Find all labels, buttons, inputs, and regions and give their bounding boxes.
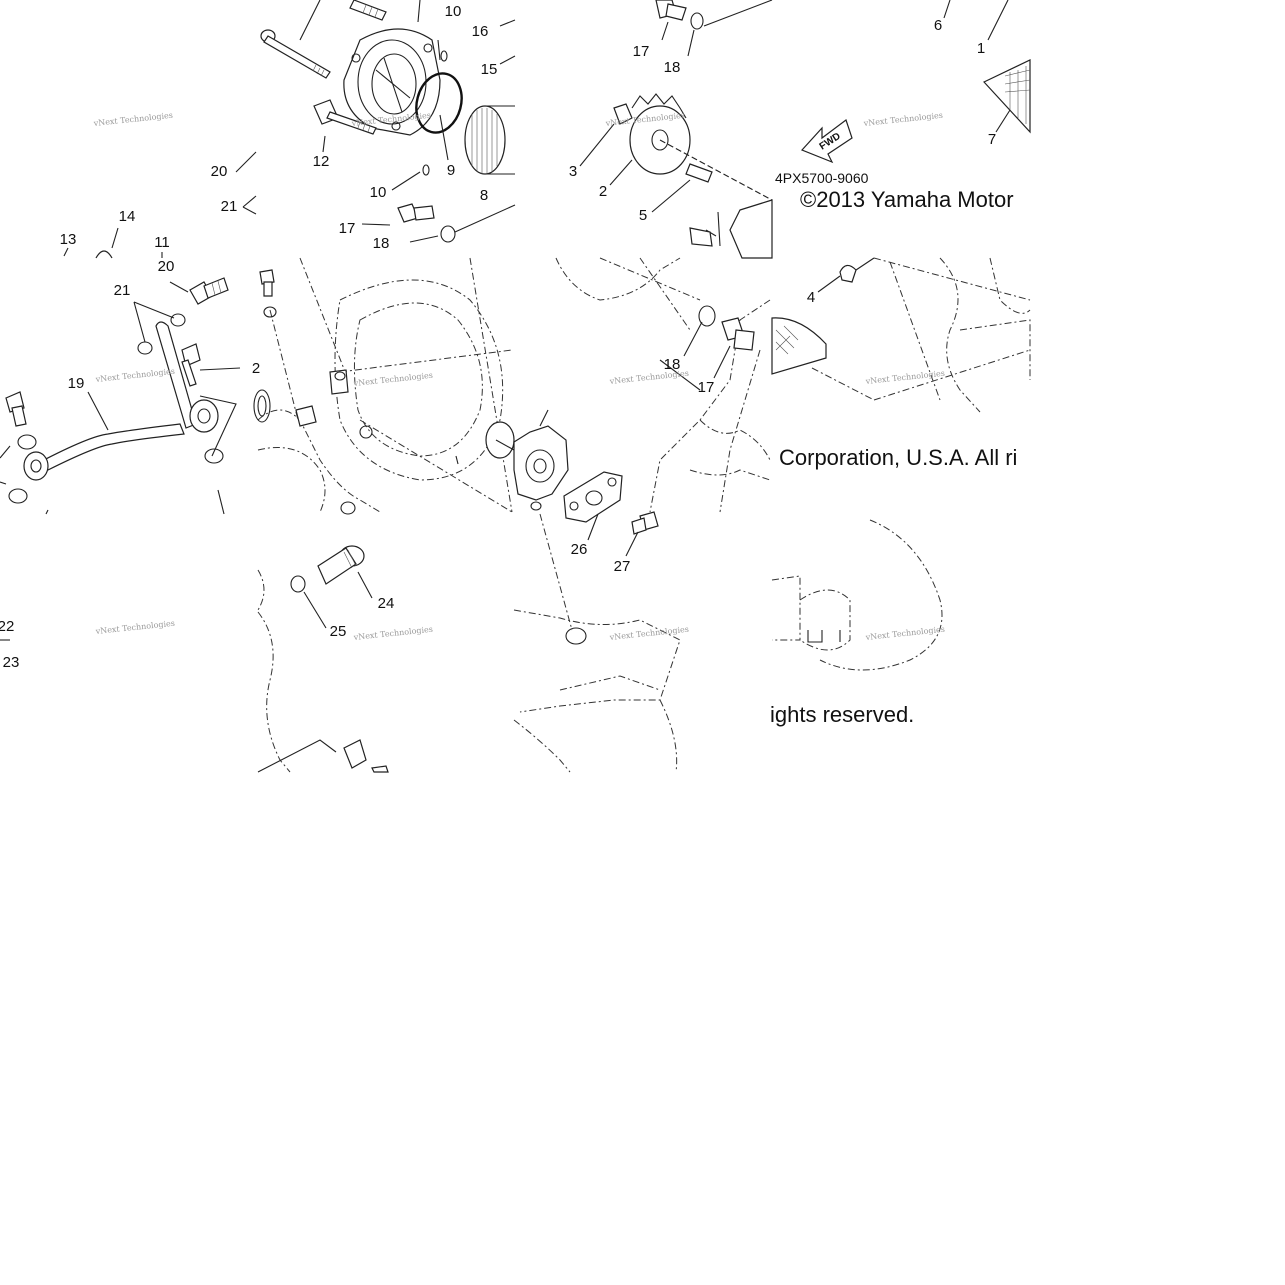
bolt-27-part (631, 511, 659, 535)
hex-bolt-part (313, 99, 377, 135)
callout-number: 27 (614, 558, 631, 575)
strainer-part (983, 59, 1031, 134)
callout-number: 20 (211, 163, 228, 180)
tile-crankcase-cover (253, 257, 515, 515)
callout-number: 18 (373, 235, 390, 252)
tile-oil-pump-gear (579, 0, 773, 259)
watermark-text: vNext Technologies (864, 369, 945, 386)
small-o-ring-part (422, 164, 430, 176)
tile-oil-delivery-pipe (0, 227, 241, 515)
washer-18-part (690, 12, 704, 30)
callout-number: 5 (639, 207, 647, 224)
small-o-ring-part (440, 50, 448, 62)
watermark-text: vNext Technologies (352, 371, 433, 388)
tile-oil-filter-cover (235, 0, 516, 243)
pump-gear-part (629, 93, 773, 201)
callout-number: 12 (313, 153, 330, 170)
watermark-text: vNext Technologies (608, 625, 689, 642)
pin-bolt-part (685, 163, 713, 183)
callout-number: 2 (252, 360, 260, 377)
oil-pump-part (513, 409, 569, 501)
callout-number: 23 (3, 654, 20, 671)
gasket-part (204, 448, 224, 464)
callout-number: 24 (378, 595, 395, 612)
gasket-part (8, 488, 28, 504)
gasket-part (170, 313, 186, 327)
union-bolt-left-part (5, 391, 27, 427)
callout-number: 15 (481, 61, 498, 78)
callout-number: 22 (0, 618, 14, 635)
callout-number: 18 (664, 356, 681, 373)
callout-number: 4 (807, 289, 815, 306)
tile-crankcase-right (771, 257, 1031, 413)
watermark-text: vNext Technologies (352, 625, 433, 642)
callout-number: 13 (60, 231, 77, 248)
watermark-text: vNext Technologies (94, 619, 175, 636)
clip-4-part (839, 264, 857, 283)
strainer-rod-part (317, 545, 365, 585)
oil-pipe-19-part (38, 423, 185, 471)
callout-number: 6 (934, 17, 942, 34)
copyright-fragment: ights reserved. (770, 702, 914, 727)
long-bolt-part (260, 29, 331, 79)
fwd-arrow-icon: FWD (800, 119, 853, 164)
tile-lower-parts (0, 513, 943, 773)
tile-oil-pump (495, 257, 771, 557)
bolt-17-part (721, 317, 755, 351)
callout-number: 16 (472, 23, 489, 40)
callout-number: 18 (664, 59, 681, 76)
callout-number: 10 (370, 184, 387, 201)
callout-number: 26 (571, 541, 588, 558)
washer-18-part (698, 305, 716, 327)
part-code: 4PX5700-9060 (775, 170, 869, 186)
watermark-text: vNext Technologies (608, 369, 689, 386)
callout-number: 19 (68, 375, 85, 392)
callout-number: 2 (599, 183, 607, 200)
washer-part (440, 225, 456, 243)
callout-number: 21 (114, 282, 131, 299)
callout-number: 17 (633, 43, 650, 60)
watermark-text: vNext Technologies (864, 625, 945, 642)
dowel-part (295, 369, 349, 427)
gasket-part (137, 341, 153, 355)
strainer-screen-part (771, 317, 827, 375)
callout-number: 8 (480, 187, 488, 204)
callout-number: 3 (569, 163, 577, 180)
small-bolt-part (259, 269, 275, 297)
callout-number: 9 (447, 162, 455, 179)
gasket-part (17, 434, 37, 450)
callout-number: 10 (445, 3, 462, 20)
callout-number: 11 (154, 234, 170, 251)
short-bolt-part (349, 0, 387, 21)
watermark-text: vNext Technologies (94, 367, 175, 384)
callout-numbers: 1016159812102021171817186173251314112021… (0, 3, 996, 671)
copyright-fragment: Corporation, U.S.A. All ri (779, 445, 1017, 470)
callout-number: 21 (221, 198, 238, 215)
pump-plate-part (563, 471, 623, 523)
tile-strainer-and-code: FWD 4PX5700-9060 (775, 0, 1031, 186)
union-bolt-part (189, 277, 229, 305)
o-ring-part (415, 72, 463, 134)
watermark-text: vNext Technologies (862, 111, 943, 128)
watermark-text: vNext Technologies (92, 111, 173, 128)
bolt-17-part (655, 0, 687, 21)
callout-number: 17 (339, 220, 356, 237)
oil-filter-element-part (464, 105, 515, 175)
fitting-part (343, 739, 389, 773)
copyright-fragment: ©2013 Yamaha Motor (800, 187, 1014, 212)
clip-part (613, 103, 633, 125)
drain-bolt-part (397, 203, 435, 223)
callout-number: 17 (698, 379, 715, 396)
callout-number: 7 (988, 131, 996, 148)
o-ring-25-part (290, 575, 306, 593)
callout-number: 14 (119, 208, 136, 225)
callout-number: 25 (330, 623, 347, 640)
callout-number: 1 (977, 40, 985, 57)
callout-number: 20 (158, 258, 175, 275)
